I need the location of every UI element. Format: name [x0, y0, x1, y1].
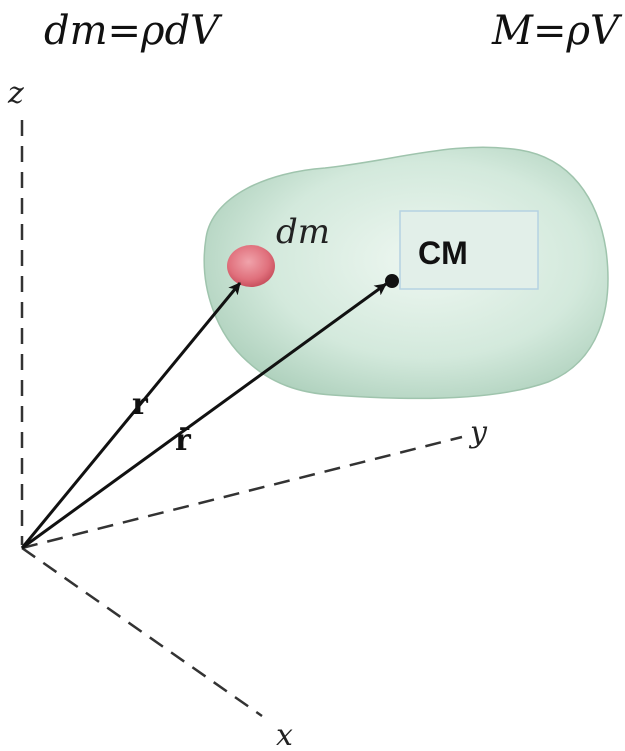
position-vector-r — [20, 282, 242, 549]
x-axis-label: x — [276, 718, 293, 751]
center-of-mass-label: CM — [418, 235, 468, 271]
y-axis-label: y — [468, 415, 488, 450]
y-axis — [21, 435, 463, 550]
total-mass-formula: M=ρV — [492, 8, 619, 54]
z-axis-label: z — [7, 76, 24, 111]
x-axis — [21, 546, 263, 718]
center-of-mass-point — [385, 274, 399, 288]
center-of-mass-box — [399, 210, 539, 290]
cm-position-vector-label: r̄ — [175, 423, 192, 458]
mass-element-label: dm — [276, 212, 330, 252]
cm-position-vector — [21, 282, 387, 550]
position-vector-label: r — [132, 387, 149, 422]
mass-element-dm — [227, 245, 275, 287]
mass-element-formula: dm=ρdV — [44, 8, 220, 54]
